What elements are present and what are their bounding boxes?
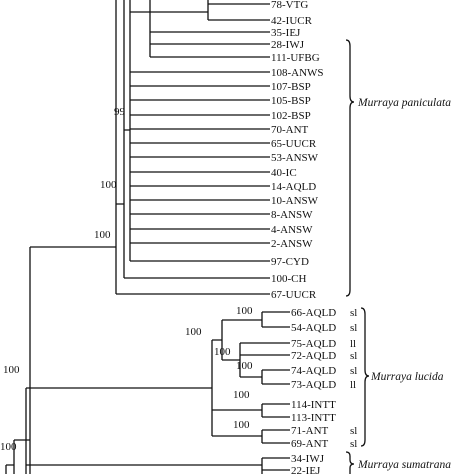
support-lucida-sub: 100 <box>214 346 231 358</box>
support-paniculata-core: 99 <box>114 106 126 118</box>
support-paniculata-clade: 100 <box>100 179 117 191</box>
support-lucida-pair: 100 <box>236 360 253 372</box>
support-lucida-top: 100 <box>236 305 253 317</box>
leaf-label: 67-UUCR <box>271 289 317 301</box>
leaf-suffix: ll <box>350 338 356 350</box>
leaf-label: 72-AQLD <box>291 350 336 362</box>
support-lucida-sumatrana: 100 <box>3 364 20 376</box>
leaf-label: 66-AQLD <box>291 307 336 319</box>
clade-label-paniculata: Murraya paniculata <box>357 97 451 109</box>
leaf-label: 65-UUCR <box>271 138 317 150</box>
leaf-label: 100-CH <box>271 273 307 285</box>
leaf-label: 74-AQLD <box>291 365 336 377</box>
leaf-label: 75-AQLD <box>291 338 336 350</box>
support-paniculata-outer: 100 <box>94 229 111 241</box>
leaf-label: 14-AQLD <box>271 181 316 193</box>
leaf-label: 111-UFBG <box>271 52 320 64</box>
clade-labels: Murraya paniculata Murraya lucida Murray… <box>357 97 451 471</box>
leaf-label: 22-IEJ <box>291 465 321 474</box>
leaf-label: 102-BSP <box>271 110 311 122</box>
support-lucida-group: 100 <box>185 326 202 338</box>
leaf-suffix: sl <box>350 365 357 377</box>
leaf-label: 107-BSP <box>271 81 311 93</box>
support-intt-pair: 100 <box>233 389 250 401</box>
leaf-label: 71-ANT <box>291 425 329 437</box>
leaf-label: 4-ANSW <box>271 224 313 236</box>
leaf-suffix: sl <box>350 350 357 362</box>
leaf-label: 113-INTT <box>291 412 336 424</box>
leaf-label: 114-INTT <box>291 399 336 411</box>
tree-branches <box>5 0 290 474</box>
leaf-suffix: sl <box>350 322 357 334</box>
leaf-label: 40-IC <box>271 167 297 179</box>
leaf-label: 35-IEJ <box>271 27 301 39</box>
leaf-label: 28-IWJ <box>271 39 305 51</box>
leaf-label: 73-AQLD <box>291 379 336 391</box>
leaf-suffix: sl <box>350 307 357 319</box>
leaf-suffix: ll <box>350 379 356 391</box>
leaf-label: 108-ANWS <box>271 67 324 79</box>
leaf-label: 42-IUCR <box>271 15 313 27</box>
leaf-label: 53-ANSW <box>271 152 319 164</box>
leaf-label: 54-AQLD <box>291 322 336 334</box>
leaf-label: 10-ANSW <box>271 195 319 207</box>
support-ant-pair: 100 <box>233 419 250 431</box>
leaf-label: 105-BSP <box>271 95 311 107</box>
leaf-label: 70-ANT <box>271 124 309 136</box>
leaf-label: 2-ANSW <box>271 238 313 250</box>
clade-label-lucida: Murraya lucida <box>370 371 444 383</box>
support-root: 100 <box>0 441 17 453</box>
leaf-label: 34-IWJ <box>291 453 325 465</box>
clade-brackets <box>345 39 370 474</box>
leaf-suffix: sl <box>350 438 357 450</box>
clade-label-sumatrana: Murraya sumatrana <box>357 459 451 471</box>
leaf-label: 97-CYD <box>271 256 309 268</box>
leaf-label: 69-ANT <box>291 438 329 450</box>
leaf-label: 78-VTG <box>271 0 308 11</box>
leaf-suffix: sl <box>350 425 357 437</box>
leaf-label: 8-ANSW <box>271 209 313 221</box>
support-values: 99 100 100 100 100 100 100 100 100 100 1… <box>0 106 253 453</box>
